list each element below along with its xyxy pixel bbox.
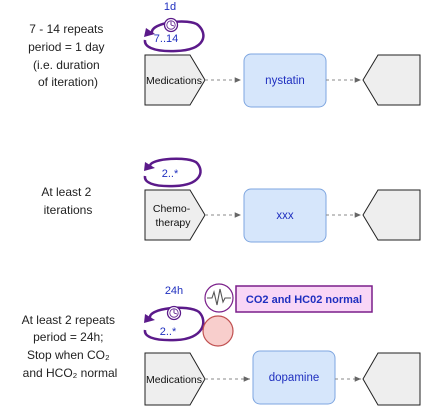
row-1-desc-line: period = 1 day	[28, 40, 104, 54]
row-3-end-shape	[362, 352, 421, 406]
row-1-end-shape	[362, 54, 421, 106]
row-2-start-label: Chemo- therapy	[153, 203, 193, 229]
row-1-start-label: Medications	[146, 75, 202, 87]
row-2-desc-line: iterations	[44, 203, 93, 217]
row-3-start-shape	[144, 352, 206, 406]
row-1-desc-line: 7 - 14 repeats	[29, 22, 103, 36]
row-2-description: At least 2 iterations	[41, 185, 94, 217]
row-1-desc-line: (i.e. duration	[33, 58, 100, 72]
row-2-end-shape	[362, 189, 421, 241]
row-3-desc-line: At least 2 repeats	[22, 313, 115, 327]
row-2-task-label: xxx	[276, 210, 294, 222]
row-1-description: 7 - 14 repeats period = 1 day (i.e. dura…	[28, 22, 108, 89]
row-3-timer-icon	[166, 305, 182, 321]
row-1-loop-label: 7..14	[154, 33, 178, 45]
row-3-signal-icon	[204, 283, 234, 313]
row-1-timer-icon	[163, 17, 179, 33]
row-3-task-box	[252, 350, 336, 405]
row-2: At least 2 iterations 2..* Chemo- therap…	[41, 157, 421, 243]
row-1-period-label: 1d	[164, 1, 176, 13]
row-3-stop-event	[202, 315, 234, 347]
row-3-period-label: 24h	[165, 285, 183, 297]
row-1: 7 - 14 repeats period = 1 day (i.e. dura…	[28, 1, 421, 108]
row-3-description: At least 2 repeats period = 24h; Stop wh…	[22, 313, 119, 380]
row-3-desc-line: and HCO₂ normal	[23, 366, 118, 380]
row-3-condition-label: CO2 and HC02 normal	[246, 294, 362, 306]
row-2-loop-arrowhead	[144, 162, 155, 171]
row-1-task-label: nystatin	[265, 75, 305, 87]
row-1-start-shape	[144, 54, 206, 106]
row-2-loop-label: 2..*	[162, 168, 179, 180]
row-3-loop-arrowhead	[144, 314, 155, 323]
row-1-loop-arrowhead	[144, 28, 155, 37]
row-1-desc-line: of iteration)	[38, 75, 98, 89]
row-3-start-label: Medications	[146, 374, 202, 386]
row-3-desc-line: period = 24h;	[33, 330, 103, 344]
row-3-condition-box	[235, 285, 373, 313]
row-2-loop-arrow	[143, 157, 202, 188]
row-2-desc-line: At least 2	[41, 185, 91, 199]
row-3-desc-line: Stop when CO₂	[27, 348, 110, 362]
row-3-loop-label: 2..*	[160, 326, 177, 338]
row-3: At least 2 repeats period = 24h; Stop wh…	[22, 283, 421, 406]
row-3-task-label: dopamine	[269, 372, 320, 384]
row-2-start-shape	[144, 189, 206, 241]
